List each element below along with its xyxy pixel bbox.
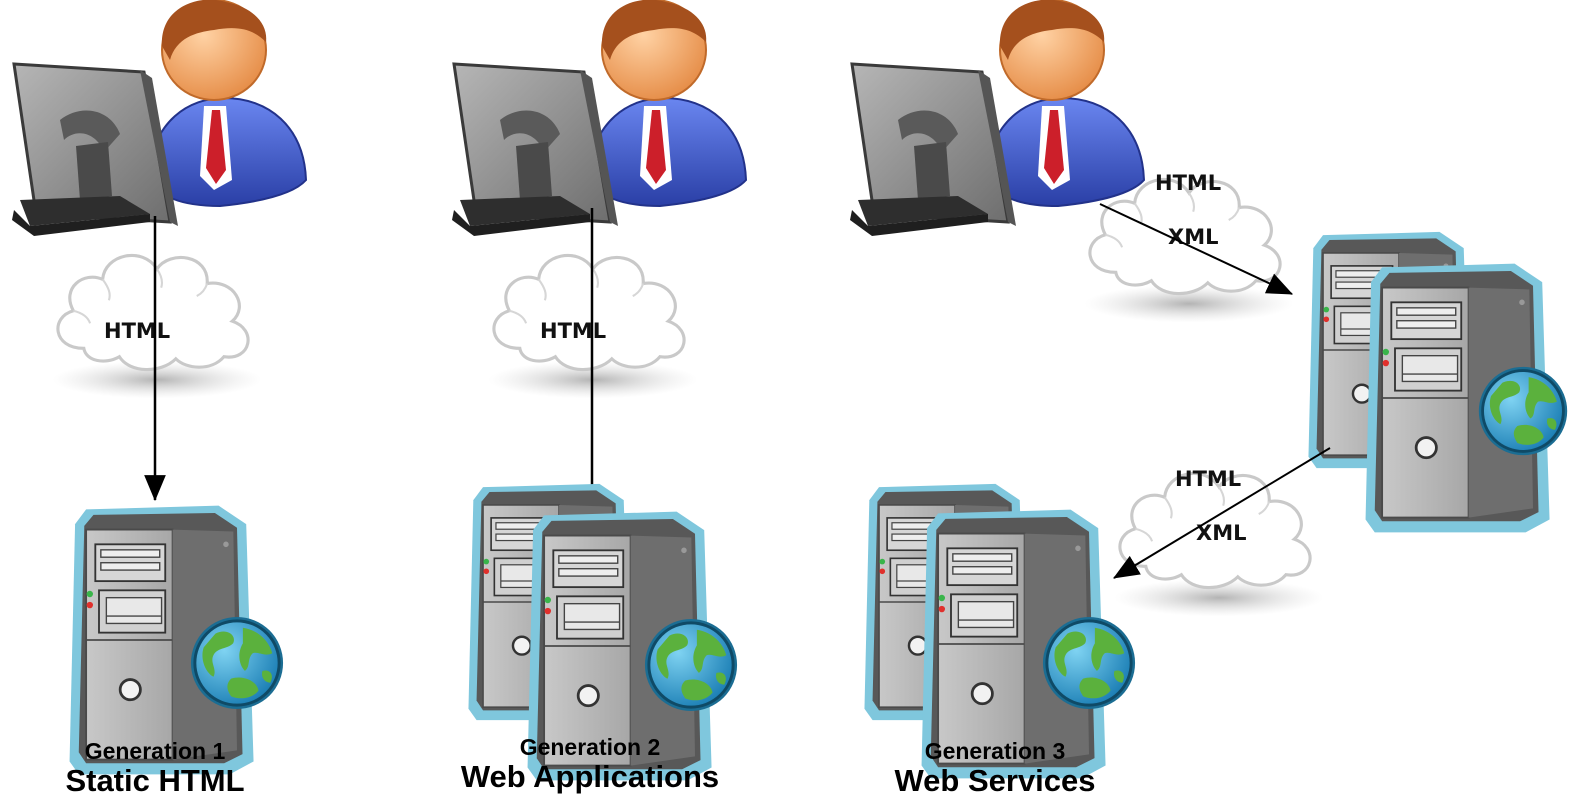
- monitor-icon: [12, 62, 178, 236]
- cloud-label-html: HTML: [104, 319, 170, 343]
- cloud-label-html: HTML: [540, 319, 606, 343]
- cloud-label-html: HTML: [1155, 171, 1221, 195]
- globe-icon: [1477, 365, 1569, 457]
- server-pair-icon: [1307, 230, 1569, 534]
- globe-icon: [1041, 615, 1137, 711]
- globe-icon: [189, 615, 285, 711]
- server-pair-icon: [863, 482, 1137, 780]
- generation-2-label: Generation 2: [519, 734, 661, 760]
- user-at-computer-icon: [12, 0, 308, 236]
- person-icon: [146, 0, 308, 208]
- generation-2-group: HTML: [452, 0, 748, 782]
- cloud-icon: HTML: [486, 253, 700, 401]
- response-arrow: [1113, 447, 1331, 579]
- generation-3-label: Generation 3: [924, 738, 1066, 764]
- monitor-icon: [452, 62, 618, 236]
- cloud-label-xml: XML: [1168, 225, 1218, 249]
- generation-1-title: Static HTML: [65, 763, 245, 798]
- globe-icon: [643, 617, 739, 713]
- person-icon: [586, 0, 748, 208]
- person-icon: [984, 0, 1146, 208]
- user-at-computer-icon: [452, 0, 748, 236]
- request-arrow: [1099, 203, 1293, 295]
- cloud-icon: HTML XML: [1112, 467, 1326, 619]
- generation-3-group: HTML XML HTML XML: [850, 0, 1569, 780]
- user-at-computer-icon: [850, 0, 1146, 236]
- generation-2-caption: Generation 2 Web Applications: [440, 734, 740, 794]
- generation-1-caption: Generation 1 Static HTML: [30, 738, 280, 798]
- generation-3-caption: Generation 3 Web Services: [870, 738, 1120, 798]
- cloud-icon: HTML XML: [1082, 171, 1296, 325]
- generation-1-label: Generation 1: [84, 738, 226, 764]
- cloud-icon: HTML: [50, 253, 264, 401]
- generation-3-title: Web Services: [894, 763, 1096, 798]
- monitor-icon: [850, 62, 1016, 236]
- cloud-label-html: HTML: [1175, 467, 1241, 491]
- server-icon: [68, 504, 285, 776]
- generation-2-title: Web Applications: [460, 759, 720, 794]
- generation-1-group: HTML: [12, 0, 308, 776]
- cloud-label-xml: XML: [1196, 521, 1246, 545]
